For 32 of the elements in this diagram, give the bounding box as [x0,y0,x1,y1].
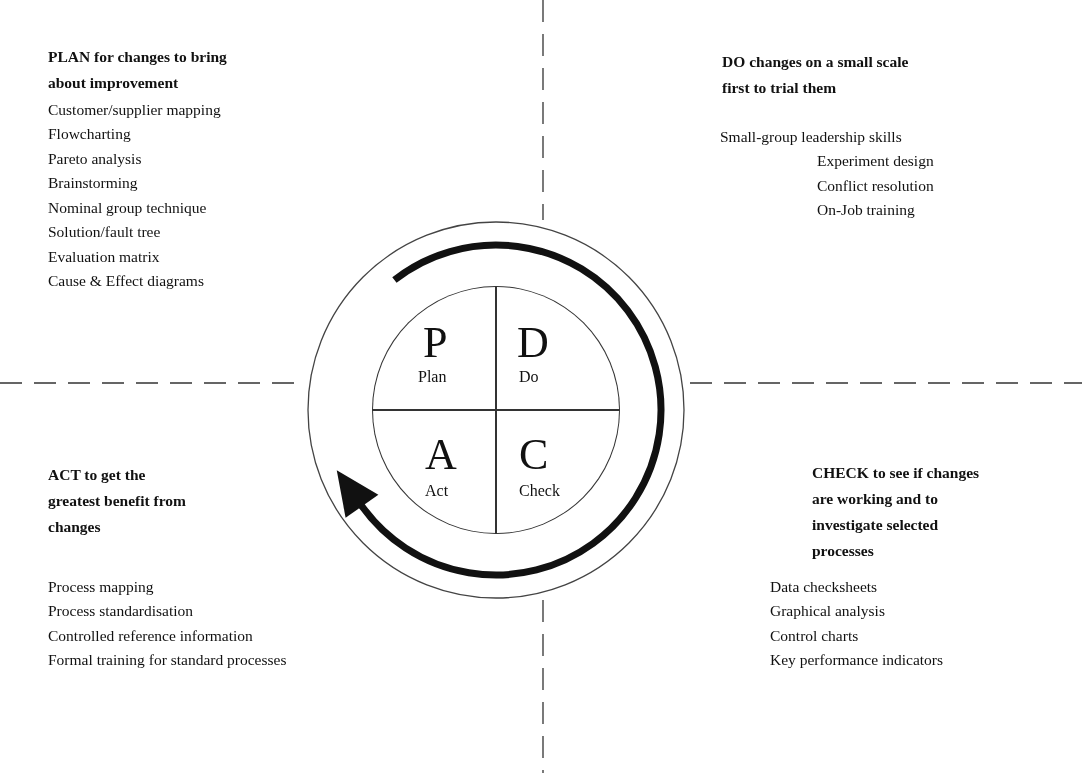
tool-item: Customer/supplier mapping [48,100,221,120]
tool-item: Graphical analysis [770,601,885,621]
tool-item: Control charts [770,626,859,646]
phase-letter: D [517,321,549,365]
tool-item: Key performance indicators [770,650,943,670]
tool-item: Experiment design [817,151,934,171]
tool-item: Conflict resolution [817,176,934,196]
tool-item: Brainstorming [48,173,138,193]
phase-letter: C [519,433,549,477]
tool-item: On-Job training [817,200,915,220]
tool-item: Nominal group technique [48,198,207,218]
quadrant-heading: ACT to get the greatest benefit from changes [48,465,188,537]
phase-name: Check [519,481,560,501]
tool-item: Solution/fault tree [48,222,161,242]
phase-name: Plan [418,367,447,387]
tool-item: Small-group leadership skills [720,127,902,147]
tool-item: Process standardisation [48,601,194,621]
tool-item: Formal training for standard processes [48,650,287,670]
tool-item: Controlled reference information [48,626,253,646]
quadrant-heading: CHECK to see if changes are working and to investigate selected processes [812,463,981,561]
tool-item: Flowcharting [48,124,131,144]
tool-item: Evaluation matrix [48,247,160,267]
tool-item: Cause & Effect diagrams [48,271,204,291]
tool-item: Process mapping [48,577,154,597]
quadrant-heading: PLAN for changes to bring about improvement [48,47,228,93]
tool-item: Pareto analysis [48,149,142,169]
phase-letter: A [425,433,457,477]
phase-name: Do [519,367,539,387]
phase-name: Act [425,481,449,501]
phase-letter: P [423,321,448,365]
quadrant-heading: DO changes on a small scale first to trial them [722,52,910,98]
tool-item: Data checksheets [770,577,878,597]
